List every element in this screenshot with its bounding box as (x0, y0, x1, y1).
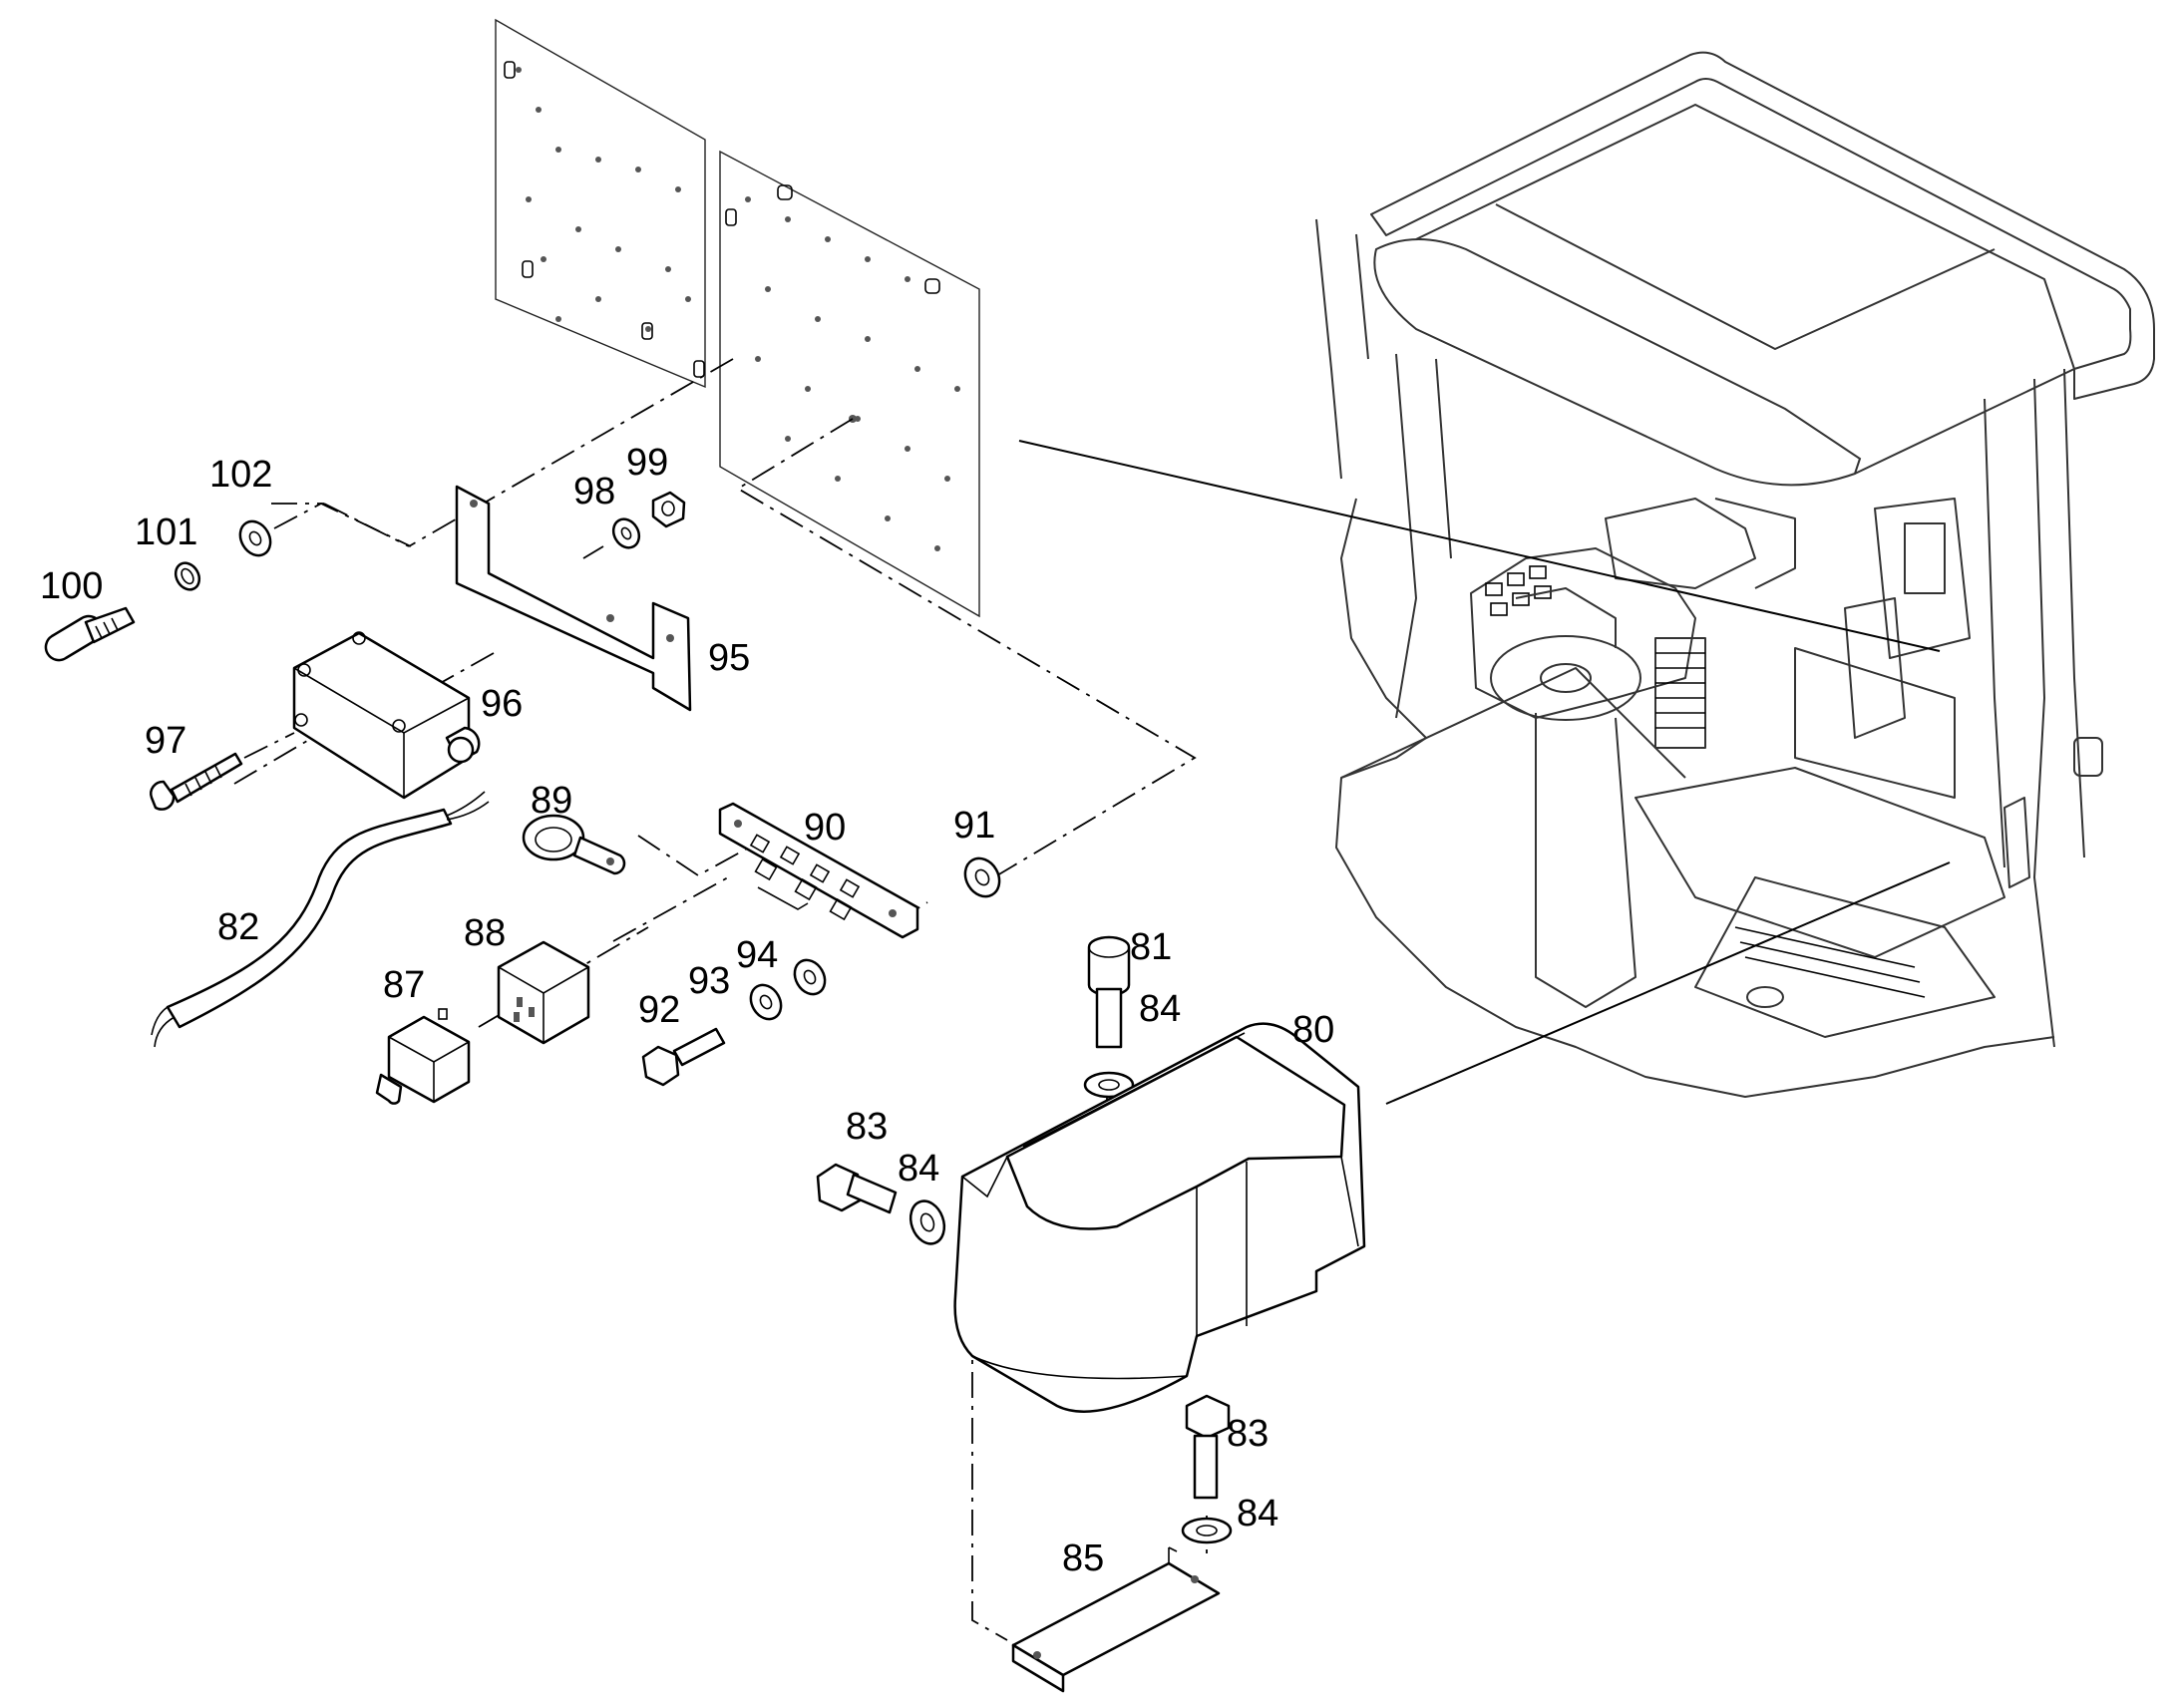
callout-88: 88 (464, 912, 506, 954)
cable-82 (151, 791, 490, 1048)
callout-85: 85 (1062, 1537, 1104, 1579)
bolt-100 (44, 606, 136, 662)
control-box-96 (292, 631, 481, 800)
clamp-89 (522, 814, 626, 875)
callout-84-bottom: 84 (1237, 1493, 1278, 1535)
bolt-92 (641, 1027, 726, 1087)
bolt-81 (1087, 935, 1131, 1049)
washer-84-bottom (1181, 1517, 1233, 1544)
leader-panels-to-cab (1018, 440, 1941, 652)
washer-91 (963, 856, 1001, 898)
callout-94: 94 (736, 934, 778, 976)
washer-102 (238, 519, 272, 557)
callout-98: 98 (573, 471, 615, 512)
relay-87 (375, 1008, 471, 1105)
operator-cab-illustration (1315, 51, 2155, 1098)
screw-97 (150, 752, 243, 811)
callout-87: 87 (383, 964, 425, 1006)
callout-82: 82 (217, 906, 259, 948)
washer-84-side (908, 1199, 946, 1245)
callout-96: 96 (481, 683, 523, 725)
bracket-85 (1011, 1546, 1221, 1693)
callout-102: 102 (209, 454, 272, 496)
callout-80: 80 (1292, 1009, 1334, 1051)
left-mounting-panel (495, 18, 706, 389)
callout-100: 100 (40, 565, 103, 607)
right-mounting-panel (719, 150, 980, 618)
callout-89: 89 (531, 780, 572, 822)
bolt-83-bottom (1185, 1394, 1231, 1500)
callout-81: 81 (1130, 926, 1172, 968)
bolt-83-side (816, 1163, 898, 1214)
terminal-strip-90 (718, 802, 919, 939)
callout-90: 90 (804, 807, 846, 849)
storage-box-80 (953, 1022, 1366, 1413)
washer-84-top (1083, 1071, 1135, 1099)
leader-box-to-cab (1385, 861, 1951, 1105)
callout-93: 93 (688, 960, 730, 1002)
callout-91: 91 (953, 805, 995, 847)
washer-94 (793, 958, 827, 996)
washer-98 (611, 517, 641, 549)
callout-92: 92 (638, 989, 680, 1031)
nut-99 (651, 491, 686, 528)
callout-97: 97 (145, 720, 186, 762)
callout-84-top: 84 (1139, 988, 1181, 1030)
callout-101: 101 (135, 512, 197, 553)
bracket-95 (455, 485, 692, 712)
lock-washer-101 (174, 561, 201, 591)
callout-99: 99 (626, 442, 668, 484)
washer-93 (749, 983, 783, 1021)
callout-84-side: 84 (898, 1148, 939, 1190)
callout-83-bottom: 83 (1227, 1413, 1269, 1455)
callout-95: 95 (708, 637, 750, 679)
callout-labels: 100 101 102 98 99 95 96 97 89 90 91 82 8… (40, 442, 1334, 1579)
relay-88 (497, 940, 590, 1045)
callout-83-side: 83 (846, 1106, 888, 1148)
